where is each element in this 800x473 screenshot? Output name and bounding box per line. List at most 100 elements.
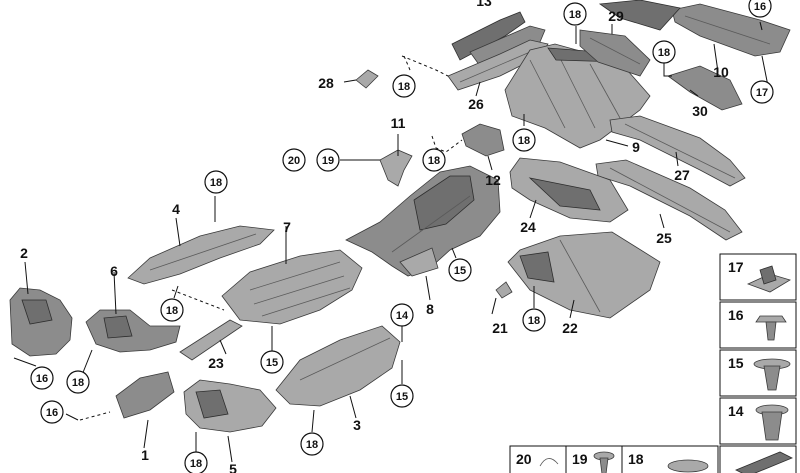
svg-text:15: 15 (454, 265, 466, 277)
label-28: 28 (318, 75, 334, 91)
label-3: 3 (353, 417, 361, 433)
svg-text:18: 18 (210, 177, 222, 189)
svg-text:14: 14 (728, 403, 744, 419)
svg-text:19: 19 (322, 155, 334, 167)
callout-18-j: 18 (184, 451, 208, 473)
circled-fastener-labels: 18 18 18 18 18 18 18 18 18 18 18 16 16 1… (30, 0, 774, 473)
label-25: 25 (656, 230, 672, 246)
legend-cell-16: 16 (719, 301, 797, 349)
label-27: 27 (674, 167, 690, 183)
callout-19: 19 (316, 148, 340, 172)
callout-16-b: 16 (40, 400, 64, 424)
label-21: 21 (492, 320, 508, 336)
callout-18-a: 18 (204, 170, 228, 194)
callout-18-k: 18 (522, 308, 546, 332)
svg-text:17: 17 (728, 259, 744, 275)
part-11-bracket (379, 149, 413, 187)
svg-text:18: 18 (398, 81, 410, 93)
fastener-legend: 17 16 15 14 20 19 (509, 253, 797, 473)
part-6-shield (85, 309, 181, 353)
part-21-clip (495, 281, 513, 299)
svg-text:15: 15 (728, 355, 744, 371)
label-9: 9 (632, 139, 640, 155)
callout-15-b: 15 (260, 350, 284, 374)
svg-text:18: 18 (72, 377, 84, 389)
callout-18-g: 18 (160, 298, 184, 322)
part-30-shield (667, 65, 743, 111)
label-11: 11 (391, 115, 406, 131)
callout-18-h: 18 (66, 370, 90, 394)
part-number-labels: 1 2 3 4 5 6 7 8 9 10 11 12 13 21 22 23 2… (20, 0, 729, 473)
label-12: 12 (485, 172, 501, 188)
svg-text:18: 18 (569, 9, 581, 21)
part-4-shield (127, 225, 275, 285)
callout-14: 14 (390, 303, 414, 327)
label-26: 26 (468, 96, 484, 112)
label-10: 10 (713, 64, 729, 80)
label-23: 23 (208, 355, 224, 371)
callout-16-c: 16 (748, 0, 772, 18)
label-4: 4 (172, 201, 180, 217)
svg-text:17: 17 (756, 87, 768, 99)
callout-20: 20 (282, 148, 306, 172)
svg-text:16: 16 (46, 407, 58, 419)
callout-18-i: 18 (300, 432, 324, 456)
legend-cell-20: 20 (509, 445, 567, 473)
part-10-shield (598, 0, 791, 57)
part-29-shield (579, 29, 651, 77)
part-25-shield (595, 159, 743, 241)
legend-cell-17: 17 (719, 253, 797, 301)
callout-18-e: 18 (512, 128, 536, 152)
legend-cell-15: 15 (719, 349, 797, 397)
label-7: 7 (283, 219, 291, 235)
part-3-shield (275, 325, 401, 407)
legend-cell-19: 19 (565, 445, 623, 473)
legend-cell-18: 18 (621, 445, 719, 473)
part-2-shield (9, 287, 73, 357)
part-7-shield (221, 249, 363, 325)
callout-15-c: 15 (390, 384, 414, 408)
label-29: 29 (608, 8, 624, 24)
part-8-tunnel-shield (345, 165, 501, 277)
legend-cell-14: 14 (719, 397, 797, 445)
callout-17: 17 (750, 80, 774, 104)
svg-text:14: 14 (396, 310, 409, 322)
svg-text:18: 18 (528, 315, 540, 327)
label-1: 1 (141, 447, 149, 463)
svg-text:19: 19 (572, 451, 588, 467)
part-23-strip (179, 319, 243, 361)
label-22: 22 (562, 320, 578, 336)
label-5: 5 (229, 461, 237, 473)
svg-text:18: 18 (658, 47, 670, 59)
svg-text:16: 16 (754, 1, 766, 13)
svg-text:18: 18 (166, 305, 178, 317)
label-24: 24 (520, 219, 536, 235)
label-2: 2 (20, 245, 28, 261)
part-22-shield (507, 231, 661, 319)
svg-text:15: 15 (396, 391, 408, 403)
legend-cell-blank (719, 445, 797, 473)
svg-text:18: 18 (428, 155, 440, 167)
callout-18-f: 18 (422, 148, 446, 172)
svg-text:18: 18 (628, 451, 644, 467)
callout-18-d: 18 (652, 40, 676, 64)
callout-15-a: 15 (448, 258, 472, 282)
part-27-shield (609, 115, 746, 187)
svg-text:20: 20 (288, 155, 300, 167)
rivet-icon (755, 315, 787, 323)
part-1-shield (115, 371, 175, 419)
clip-20-icon (539, 458, 559, 467)
label-6: 6 (110, 263, 118, 279)
part-24-shield (509, 157, 629, 223)
svg-text:20: 20 (516, 451, 532, 467)
callout-18-b: 18 (392, 74, 416, 98)
svg-text:18: 18 (306, 439, 318, 451)
svg-text:16: 16 (728, 307, 744, 323)
callout-16-a: 16 (30, 366, 54, 390)
svg-text:18: 18 (518, 135, 530, 147)
svg-text:15: 15 (266, 357, 278, 369)
part-28-clip (355, 69, 379, 89)
label-8: 8 (426, 301, 434, 317)
svg-text:18: 18 (190, 458, 202, 470)
